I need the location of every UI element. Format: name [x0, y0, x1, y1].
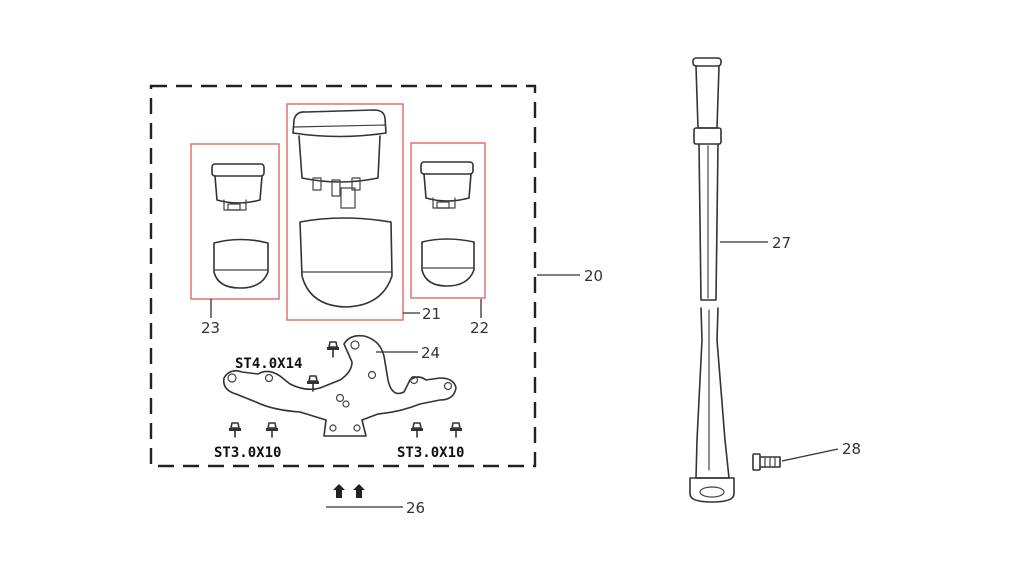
screw-label-lower-right: ST3.0X10	[397, 445, 464, 461]
screw-icon-upper-2	[307, 375, 319, 392]
highlight-box-speedometer	[286, 103, 404, 321]
callout-24: 24	[421, 344, 440, 362]
highlight-box-gauge-left	[190, 143, 280, 300]
callout-22: 22	[470, 319, 489, 337]
speedometer-illustration	[292, 109, 393, 308]
leader-line-28	[781, 448, 839, 462]
bolt-illustration	[752, 453, 781, 471]
assembly-boundary	[149, 84, 537, 468]
screw-icon-lower-3	[411, 422, 423, 438]
screw-icon-lower-1	[229, 422, 241, 438]
callout-20: 20	[584, 267, 603, 285]
callout-26: 26	[406, 499, 425, 517]
screw-icon-upper-1	[327, 341, 339, 358]
bracket-illustration	[222, 334, 457, 437]
screw-label-lower-left: ST3.0X10	[214, 445, 281, 461]
screw-label-upper: ST4.0X14	[235, 356, 302, 372]
callout-23: 23	[201, 319, 220, 337]
clip-icon-1	[333, 484, 345, 498]
callout-27: 27	[772, 234, 791, 252]
callout-21: 21	[422, 305, 441, 323]
screw-icon-lower-4	[450, 422, 462, 438]
gauge-right-illustration	[420, 161, 475, 287]
clip-icon-2	[353, 484, 365, 498]
highlight-box-gauge-right	[410, 142, 486, 299]
gauge-left-illustration	[211, 163, 269, 289]
screw-icon-lower-2	[266, 422, 278, 438]
callout-28: 28	[842, 440, 861, 458]
speedometer-cable-illustration	[689, 57, 735, 503]
